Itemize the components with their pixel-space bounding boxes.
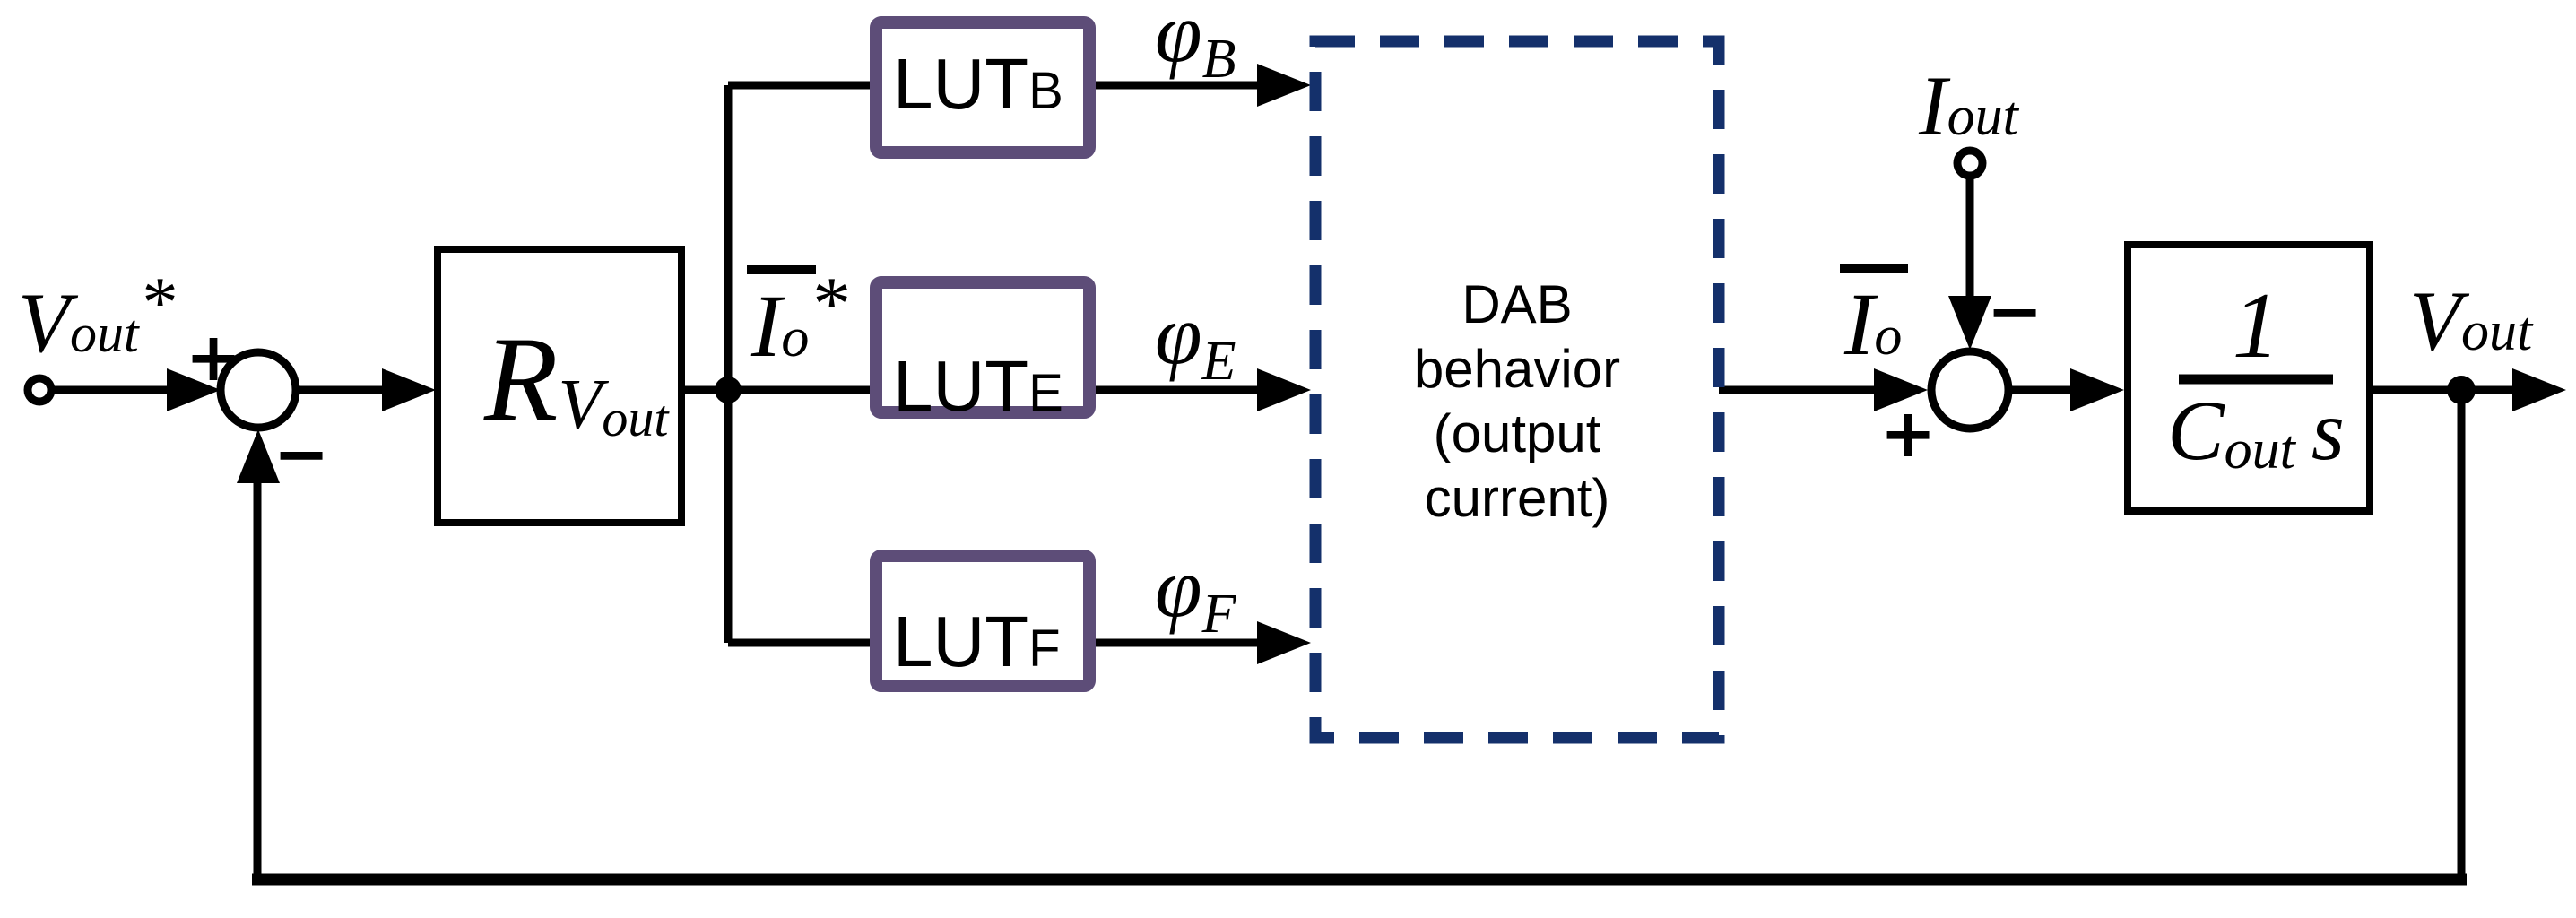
sum1-minus-sign: − (273, 414, 330, 493)
controller-label: RVout (483, 313, 670, 447)
vout-ref-sub: out (70, 304, 140, 363)
phi-f-label: φF (1155, 540, 1237, 645)
phi-b-sub: B (1202, 29, 1236, 90)
io-ref-label: Io* (750, 262, 847, 376)
arrowhead-into-sum2 (1874, 368, 1928, 411)
integrator-den-var: s (2311, 383, 2345, 478)
lut-e-sub: E (1028, 364, 1063, 422)
phi-f-sub: F (1201, 584, 1237, 645)
dab-label-line1: DAB (1461, 274, 1572, 334)
dab-label-line4: current) (1425, 468, 1610, 528)
controller-block (434, 246, 685, 526)
lut-b-block (870, 16, 1096, 159)
lut-f-block (870, 550, 1096, 692)
integrator-den-sub: out (2225, 420, 2297, 481)
vout-ref-base: V (18, 275, 79, 370)
lut-b-sub: B (1028, 62, 1063, 120)
phi-f-base: φ (1155, 540, 1202, 635)
dab-label-line3: (output (1434, 403, 1601, 463)
arrowhead-phi-f (1257, 621, 1311, 664)
vout-base: V (2409, 273, 2470, 368)
vout-ref-label: Vout* (18, 264, 175, 370)
phi-e-label: φE (1155, 287, 1236, 392)
phi-e-base: φ (1155, 287, 1202, 382)
arrowhead-feedback-into-sum1 (237, 429, 280, 483)
phi-e-sub: E (1201, 331, 1236, 392)
lut-b-label: LUTB (893, 44, 1063, 124)
dab-label-line2: behavior (1414, 339, 1620, 399)
io-out-label: Io (1843, 274, 1902, 374)
lut-b-base: LUT (893, 44, 1028, 124)
summing-junction-2 (1927, 347, 2013, 433)
sum2-plus-sign: + (1880, 394, 1937, 472)
vout-label: Vout (2409, 273, 2534, 368)
integrator-den-base: C (2167, 383, 2225, 478)
controller-label-base: R (483, 313, 558, 446)
controller-label-sub-sub: out (602, 389, 670, 447)
integrator-numerator: 1 (2233, 273, 2280, 377)
arrowhead-phi-b (1257, 64, 1311, 107)
arrowhead-into-controller (382, 368, 436, 411)
lut-e-block (870, 276, 1096, 419)
phi-b-label: φB (1155, 0, 1236, 90)
lut-e-base: LUT (893, 346, 1028, 426)
arrowhead-into-sum1 (167, 368, 221, 411)
iout-label: Iout (1918, 58, 2020, 153)
iout-terminal (1953, 146, 1987, 180)
summing-junction-1 (216, 348, 300, 432)
sum2-minus-sign: − (1987, 272, 2043, 351)
lut-f-sub: F (1028, 619, 1060, 678)
io-ref-base: I (750, 276, 785, 376)
controller-label-sub-base: V (558, 366, 609, 445)
arrowhead-phi-e (1257, 368, 1311, 411)
lut-f-base: LUT (893, 602, 1028, 681)
vout-sub: out (2461, 301, 2534, 362)
vout-ref-star: * (139, 264, 175, 342)
iout-base: I (1918, 58, 1951, 153)
input-terminal (23, 374, 56, 406)
branch-junction-dot (715, 377, 742, 403)
io-out-sub: o (1874, 306, 1902, 367)
arrowhead-iout-into-sum2 (1948, 296, 1991, 350)
sum1-plus-sign: + (186, 317, 242, 396)
io-ref-sub: o (781, 307, 809, 368)
output-junction-dot (2447, 376, 2476, 404)
io-ref-star: * (809, 262, 847, 346)
iout-sub: out (1947, 86, 2020, 147)
lut-f-label: LUTF (893, 602, 1061, 681)
arrowhead-into-integrator (2070, 368, 2124, 411)
output-arrowhead (2512, 368, 2566, 411)
lut-e-label: LUTE (893, 346, 1063, 426)
io-out-base: I (1843, 274, 1878, 374)
dab-behavior-box (1309, 35, 1725, 744)
phi-b-base: φ (1155, 0, 1202, 80)
